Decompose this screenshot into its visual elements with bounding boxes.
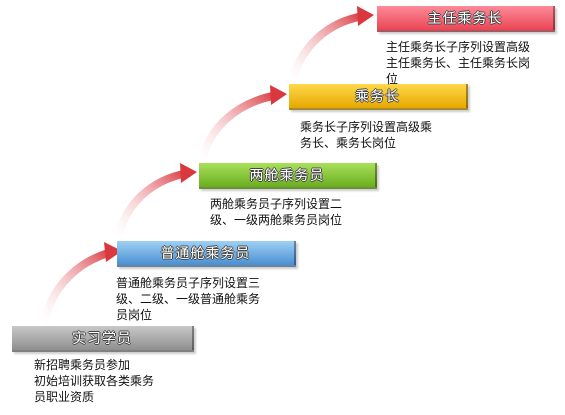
stage-premium-cabin-attendant: 两舱乘务员 bbox=[199, 163, 377, 189]
stage-purser-description: 乘务长子序列设置高级乘 务长、乘务长岗位 bbox=[300, 120, 433, 150]
stage-chief-purser-description: 主任乘务长子序列设置高级 主任乘务长、主任乘务长岗 位 bbox=[386, 40, 531, 86]
arrow-2 bbox=[114, 163, 197, 242]
arrow-1 bbox=[40, 242, 122, 328]
stage-trainee: 实习学员 bbox=[12, 326, 194, 352]
stage-economy-attendant-description: 普通舱乘务员子序列设置三 级、二级、一级普通舱乘务 员岗位 bbox=[116, 276, 261, 322]
stage-chief-purser: 主任乘务长 bbox=[377, 6, 555, 32]
stage-purser: 乘务长 bbox=[289, 84, 468, 110]
stage-premium-cabin-attendant-description: 两舱乘务员子序列设置二 级、一级两舱乘务员岗位 bbox=[210, 197, 343, 227]
arrow-4 bbox=[288, 6, 374, 85]
arrow-3 bbox=[198, 85, 287, 164]
stage-economy-attendant: 普通舱乘务员 bbox=[117, 241, 296, 267]
stage-trainee-description: 新招聘乘务员参加 初始培训获取各类乘务 员职业资质 bbox=[34, 358, 155, 404]
